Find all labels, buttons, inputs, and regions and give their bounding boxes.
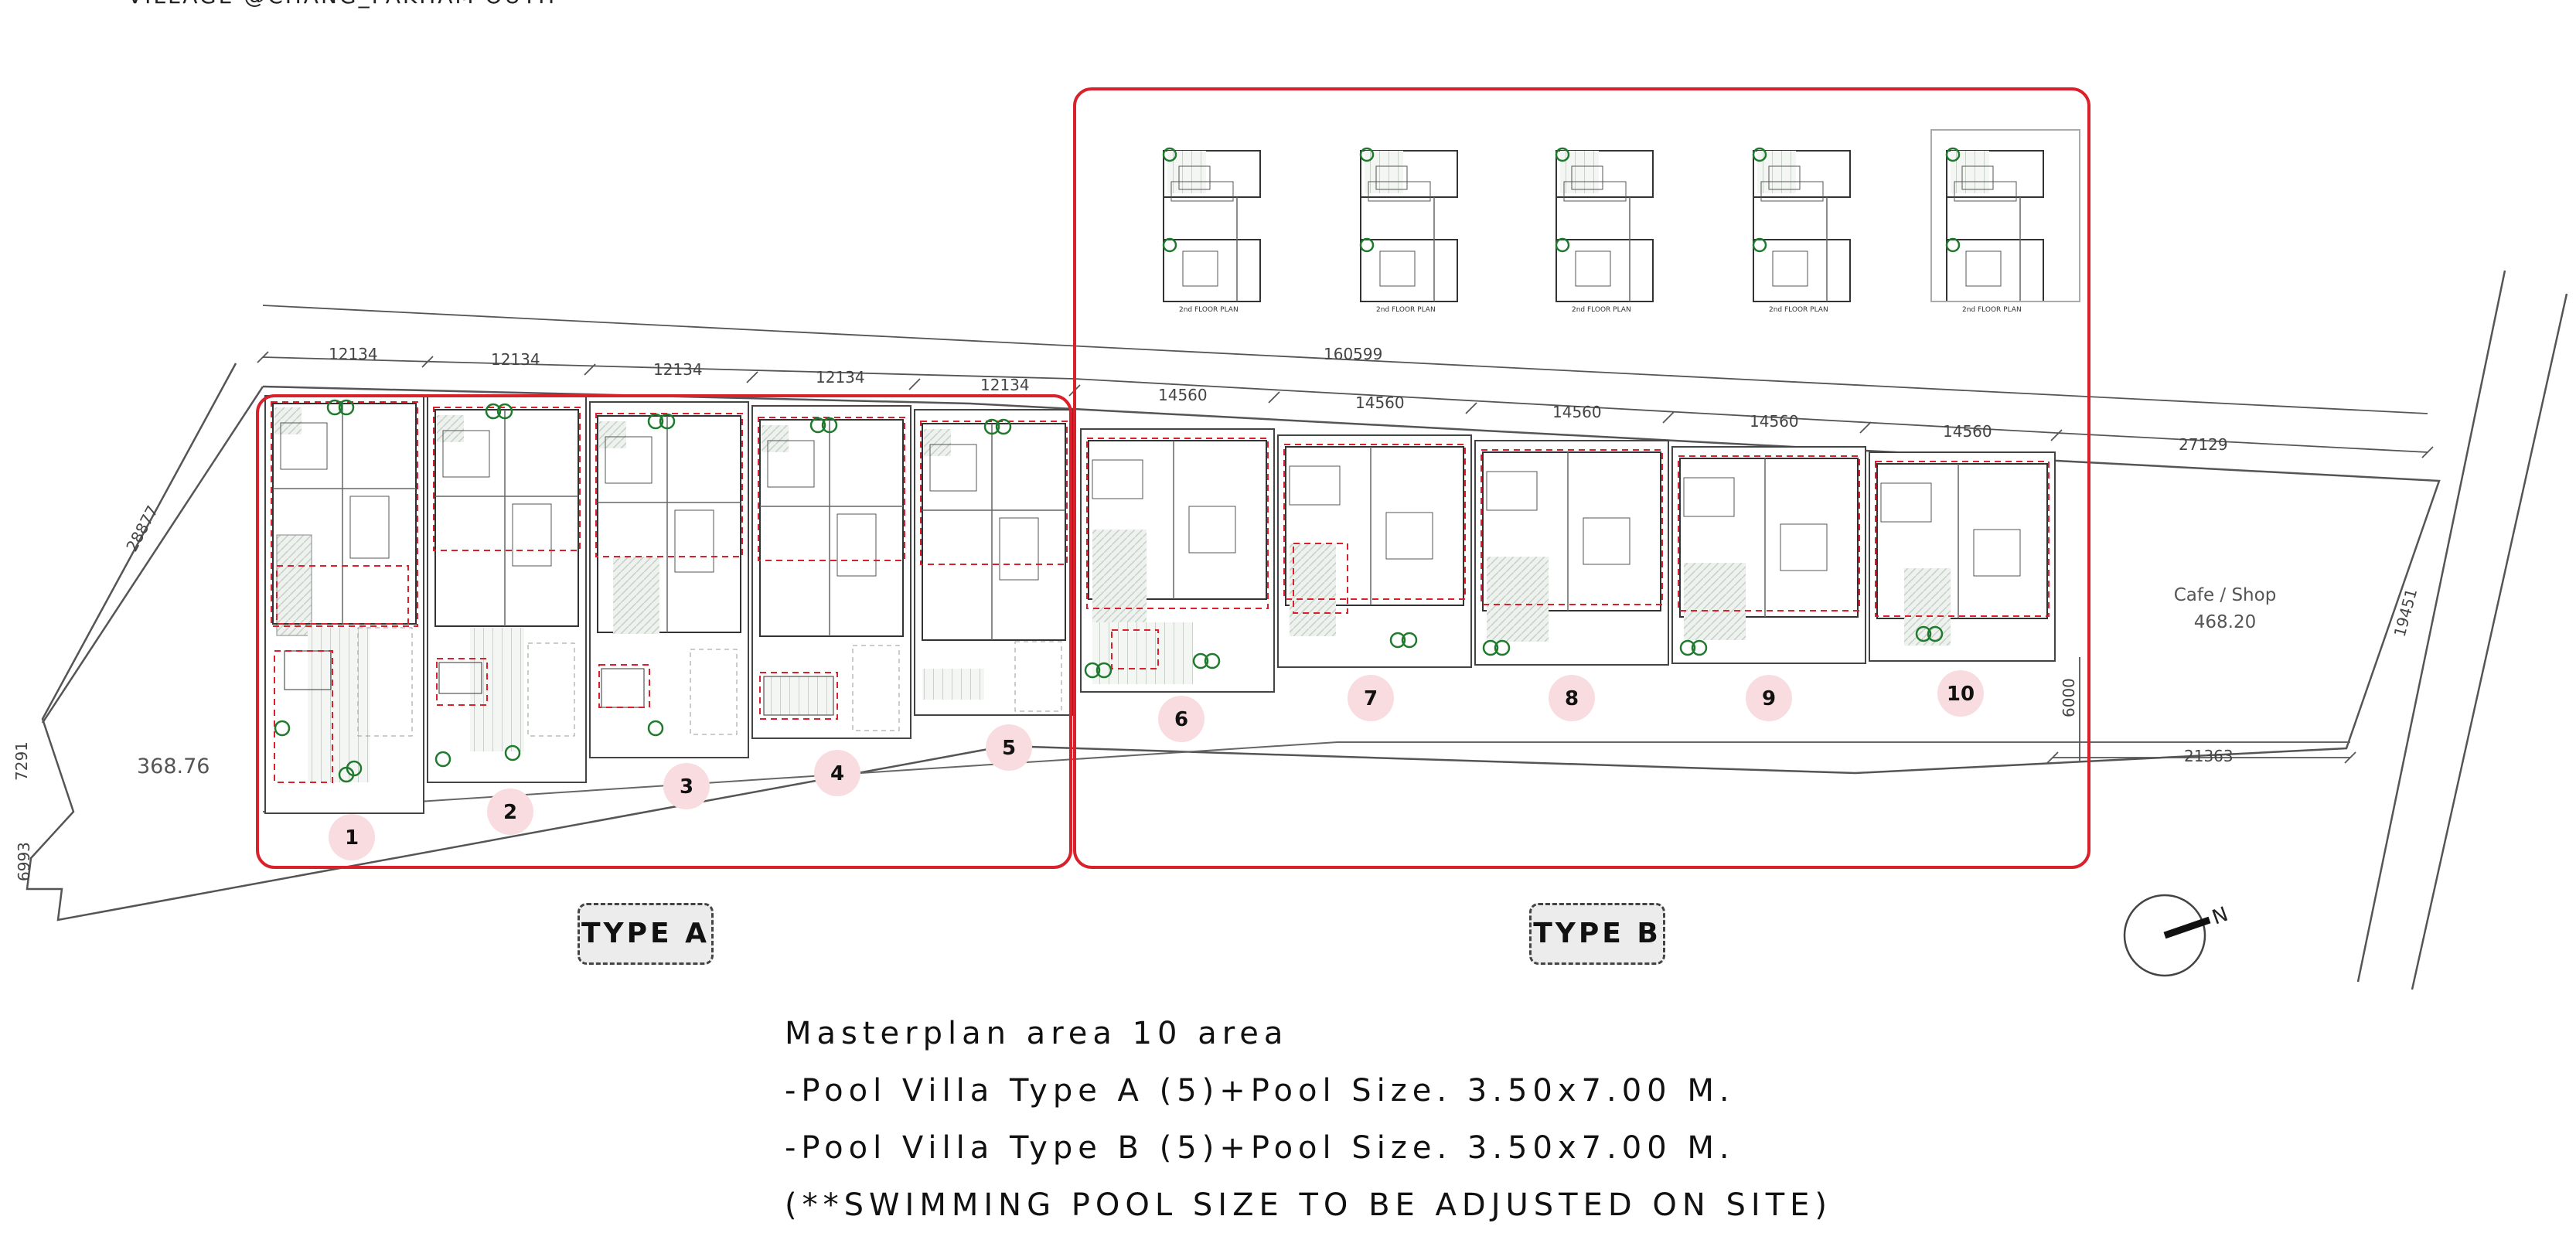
second-floor-plans: 2nd FLOOR PLAN 2nd FLOOR PLAN 2nd FLOOR PL… xyxy=(1162,129,2080,314)
dim-type-b-8: 14560 xyxy=(1552,403,1602,421)
notes-pool-disclaimer: (**SWIMMING POOL SIZE TO BE ADJUSTED ON … xyxy=(785,1187,1832,1223)
unit-number-8: 8 xyxy=(1565,687,1579,710)
second-floor-plan-5: 2nd FLOOR PLAN xyxy=(1945,147,2044,314)
unit-badge-4: 4 xyxy=(814,750,860,796)
second-floor-plan-4: 2nd FLOOR PLAN xyxy=(1752,147,1851,314)
lot-7 xyxy=(1277,434,1472,668)
dimension-tick xyxy=(421,356,434,368)
unit-badge-1: 1 xyxy=(329,814,375,860)
dimension-tick xyxy=(584,363,596,376)
dim-bottom-right: 21363 xyxy=(2184,747,2234,765)
unit-badge-10: 10 xyxy=(1937,670,1984,717)
unit-badge-3: 3 xyxy=(663,763,710,809)
site-boundary xyxy=(26,270,2568,990)
masterplan-notes: Masterplan area 10 area -Pool Villa Type… xyxy=(785,1005,1832,1234)
dimension-tick xyxy=(2046,751,2059,764)
type-a-units xyxy=(264,395,1074,814)
notes-type-b: -Pool Villa Type B (5)+Pool Size. 3.50x7… xyxy=(785,1130,1735,1166)
notes-type-a: -Pool Villa Type A (5)+Pool Size. 3.50x7… xyxy=(785,1073,1735,1109)
second-floor-plan-caption: 2nd FLOOR PLAN xyxy=(1376,306,1436,314)
dimension-tick xyxy=(1662,411,1675,424)
dim-type-b-9: 14560 xyxy=(1750,412,1799,431)
notes-title: Masterplan area 10 area xyxy=(785,1016,1289,1051)
dimension-tick xyxy=(1268,391,1280,404)
cafe-name: Cafe / Shop xyxy=(2174,585,2277,605)
unit-badge-6: 6 xyxy=(1158,696,1205,742)
lot-10 xyxy=(1869,451,2056,662)
unit-badge-7: 7 xyxy=(1348,675,1394,721)
north-label: N xyxy=(2209,903,2231,930)
dim-type-a-2: 12134 xyxy=(491,350,540,369)
second-floor-plan-caption: 2nd FLOOR PLAN xyxy=(1962,306,2022,314)
lot-6 xyxy=(1080,428,1275,693)
unit-number-6: 6 xyxy=(1174,708,1188,731)
type-b-label: TYPE B xyxy=(1529,903,1665,965)
second-floor-plan-3: 2nd FLOOR PLAN xyxy=(1555,147,1654,314)
dim-right-top: 27129 xyxy=(2179,435,2228,454)
second-floor-plan-2: 2nd FLOOR PLAN xyxy=(1359,147,1458,314)
north-arrow: N xyxy=(2123,894,2231,977)
lot-4 xyxy=(751,405,911,739)
unit-badge-2: 2 xyxy=(487,789,533,835)
left-area-label: 368.76 xyxy=(137,755,210,778)
header-partial: VILLAGE @CHANG_PAKHAM OUTH xyxy=(128,0,557,9)
dim-type-b-10: 14560 xyxy=(1943,422,1992,441)
lot-2 xyxy=(427,395,587,783)
dimension-tick xyxy=(2421,446,2434,458)
dimension-tick xyxy=(1859,421,1872,434)
lot-8 xyxy=(1474,440,1669,666)
dim-road-width: 6000 xyxy=(2060,678,2078,717)
lot-3 xyxy=(589,401,749,758)
dimension-lines xyxy=(42,305,2428,761)
dimension-tick xyxy=(2344,751,2356,764)
unit-number-1: 1 xyxy=(345,826,359,850)
second-floor-plan-caption: 2nd FLOOR PLAN xyxy=(1769,306,1828,314)
second-floor-plan-1: 2nd FLOOR PLAN xyxy=(1162,147,1261,314)
second-floor-plan-caption: 2nd FLOOR PLAN xyxy=(1179,306,1239,314)
unit-number-2: 2 xyxy=(503,801,517,824)
type-b-highlight xyxy=(1073,87,2090,869)
type-a-label: TYPE A xyxy=(578,903,714,965)
second-floor-plan-frame xyxy=(1930,129,2080,302)
dim-type-a-3: 12134 xyxy=(653,360,703,379)
dim-right-diagonal: 19451 xyxy=(2390,587,2421,639)
dim-type-a-4: 12134 xyxy=(816,368,865,387)
dim-type-b-6: 14560 xyxy=(1158,386,1208,404)
lot-1 xyxy=(264,395,424,814)
cafe-area: 468.20 xyxy=(2194,612,2256,632)
dimension-tick xyxy=(908,378,921,390)
type-a-highlight xyxy=(256,394,1072,869)
unit-number-7: 7 xyxy=(1364,687,1378,710)
unit-number-3: 3 xyxy=(680,775,693,799)
lot-5 xyxy=(914,409,1074,716)
dim-type-a-5: 12134 xyxy=(980,376,1030,394)
dim-type-a-1: 12134 xyxy=(329,345,378,363)
dimension-tick xyxy=(1465,402,1477,414)
dimension-ticks xyxy=(257,351,2434,764)
second-floor-plan-caption: 2nd FLOOR PLAN xyxy=(1572,306,1631,314)
dim-left-mid: 7291 xyxy=(12,741,31,781)
lot-9 xyxy=(1671,446,1866,664)
dimension-tick xyxy=(257,351,269,363)
dimension-tick xyxy=(2050,429,2063,441)
dim-type-b-7: 14560 xyxy=(1355,393,1405,412)
dim-overall: 160599 xyxy=(1324,345,1382,363)
unit-number-5: 5 xyxy=(1002,737,1016,760)
unit-number-4: 4 xyxy=(830,762,844,785)
unit-badge-5: 5 xyxy=(986,724,1032,771)
dim-left-bottom: 6993 xyxy=(15,842,33,881)
type-b-units xyxy=(1080,428,2056,693)
unit-number-10: 10 xyxy=(1947,683,1975,706)
unit-number-9: 9 xyxy=(1762,687,1776,710)
dimension-tick xyxy=(746,371,758,383)
access-road xyxy=(262,741,2350,812)
dim-left-diagonal: 28877 xyxy=(122,502,162,554)
unit-badges: 1 2 3 4 5 6 7 8 9 10 xyxy=(329,670,1984,860)
unit-badge-8: 8 xyxy=(1549,675,1595,721)
unit-badge-9: 9 xyxy=(1746,675,1792,721)
